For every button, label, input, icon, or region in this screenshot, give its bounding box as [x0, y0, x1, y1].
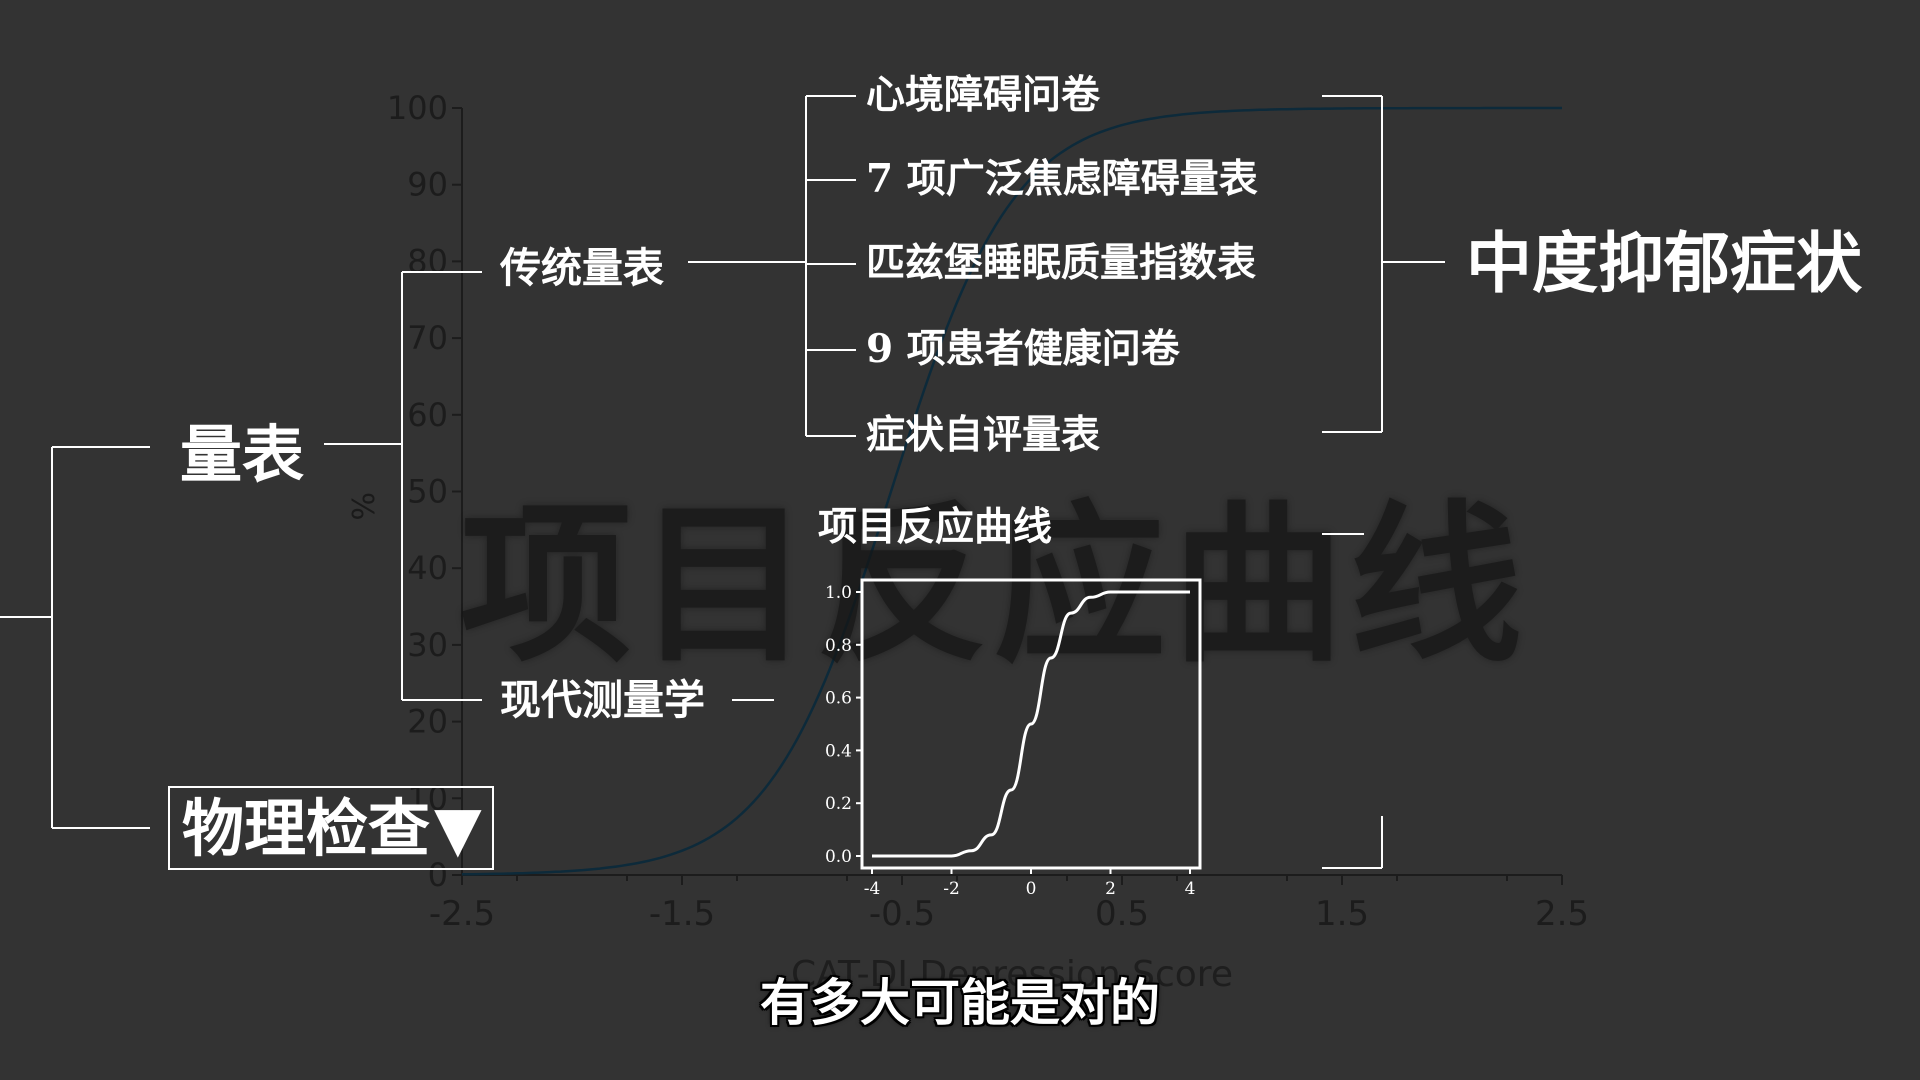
background-y-tick-label: 20	[407, 703, 448, 741]
item-gad7: 7 项广泛焦虑障碍量表	[866, 156, 1258, 202]
background-chart-curve	[462, 106, 1562, 876]
icc-y-tick-label: 1.0	[825, 583, 852, 603]
icc-y-tick-label: 0.4	[825, 741, 852, 761]
background-x-tick-label: 1.5	[1315, 894, 1369, 934]
background-x-tick-label: -1.5	[649, 894, 715, 934]
node-physical-exam-label: 物理检查	[182, 792, 431, 865]
icc-series-line	[872, 590, 1190, 858]
background-y-tick-label: 50	[407, 473, 448, 511]
item-phq9: 9 项患者健康问卷	[866, 326, 1180, 372]
icc-x-tick-label: 2	[1105, 879, 1116, 899]
icc-x-tick-label: -2	[943, 879, 960, 899]
result-moderate-depression: 中度抑郁症状	[1466, 224, 1862, 302]
item-response-curve-chart: 0.0 0.2 0.4 0.6 0.8 1.0 -4 -2 0 2 4	[810, 572, 1210, 912]
background-x-tick-label: -2.5	[429, 894, 495, 934]
icc-y-tick-label: 0.0	[825, 847, 852, 867]
item-response-curve-title: 项目反应曲线	[818, 504, 1053, 550]
node-scale: 量表	[180, 418, 305, 491]
node-physical-exam[interactable]: 物理检查▼	[182, 798, 482, 860]
background-y-tick-label: 0	[428, 856, 448, 894]
background-chart-x-label: CAT-DI Depression Score	[791, 954, 1233, 995]
node-modern-measurement: 现代测量学	[500, 676, 705, 724]
icc-y-tick-label: 0.8	[825, 636, 852, 656]
item-mood-disorder-questionnaire: 心境障碍问卷	[866, 72, 1101, 118]
background-chart-x-ticks: -2.5 -1.5 -0.5 0.5 1.5 2.5	[429, 875, 1589, 934]
background-x-tick-label: 0.5	[1095, 894, 1149, 934]
background-y-tick-label: 60	[407, 396, 448, 434]
item-psqi: 匹兹堡睡眠质量指数表	[866, 240, 1257, 286]
background-x-tick-label: 2.5	[1535, 894, 1589, 934]
icc-x-tick-label: 0	[1026, 879, 1037, 899]
background-y-tick-label: 10	[407, 779, 448, 817]
node-traditional-scales: 传统量表	[500, 244, 664, 292]
background-y-tick-label: 90	[407, 166, 448, 204]
icc-y-tick-label: 0.2	[825, 794, 852, 814]
node-physical-exam-box[interactable]: 物理检查▼	[168, 786, 494, 870]
icc-x-tick-label: 4	[1185, 879, 1196, 899]
dropdown-triangle-icon: ▼	[434, 792, 482, 865]
background-y-tick-label: 30	[407, 626, 448, 664]
background-y-tick-label: 100	[387, 89, 448, 127]
video-subtitle: 有多大可能是对的	[760, 974, 1160, 1032]
icc-x-tick-label: -4	[864, 879, 881, 899]
icc-plot-svg: 0.0 0.2 0.4 0.6 0.8 1.0 -4 -2 0 2 4	[825, 578, 1202, 899]
icc-y-ticks: 0.0 0.2 0.4 0.6 0.8 1.0	[825, 583, 862, 867]
background-chart-y-label: %	[344, 492, 379, 521]
background-y-tick-label: 80	[407, 242, 448, 280]
item-scl90: 症状自评量表	[866, 412, 1101, 458]
watermark-title: 项目反应曲线	[460, 485, 1528, 686]
background-x-tick-label: -0.5	[869, 894, 935, 934]
background-y-tick-label: 70	[407, 319, 448, 357]
background-y-tick-label: 40	[407, 549, 448, 587]
icc-x-ticks: -4 -2 0 2 4	[864, 868, 1196, 899]
icc-y-tick-label: 0.6	[825, 689, 852, 709]
